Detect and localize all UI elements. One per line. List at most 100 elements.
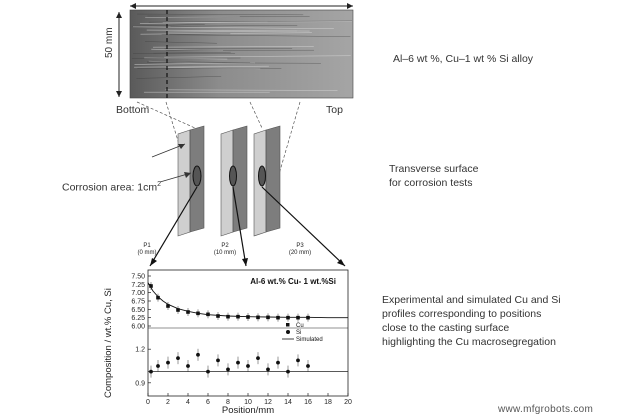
corrosion-area-text: Corrosion area: 1cm bbox=[62, 181, 158, 194]
x-tick-label: 12 bbox=[264, 399, 272, 406]
y-tick-label: 7.00 bbox=[131, 290, 145, 297]
si-point bbox=[186, 364, 190, 368]
x-tick-label: 14 bbox=[284, 399, 292, 406]
x-tick-label: 18 bbox=[324, 399, 332, 406]
grain-streak bbox=[153, 51, 231, 54]
x-tick-label: 16 bbox=[304, 399, 312, 406]
sample-pos-p1: (0 mm) bbox=[137, 250, 157, 256]
grain-streak bbox=[169, 33, 231, 35]
simulated-line bbox=[147, 282, 348, 319]
cu-point bbox=[216, 314, 220, 318]
sample-label-p1: P1 (0 mm) bbox=[132, 243, 162, 257]
grain-streak bbox=[161, 34, 351, 37]
si-point bbox=[236, 360, 240, 365]
grain-streak bbox=[144, 41, 217, 44]
si-point bbox=[256, 356, 260, 361]
si-point bbox=[206, 369, 210, 374]
si-point bbox=[306, 364, 310, 368]
transverse-caption: Transverse surface for corrosion tests bbox=[389, 162, 478, 190]
composition-chart: Al-6 wt.% Cu- 1 wt.%Si Composition / wt.… bbox=[103, 269, 352, 416]
chart-title: Al-6 wt.% Cu- 1 wt.%Si bbox=[250, 277, 336, 286]
legend-si-marker bbox=[286, 330, 290, 334]
si-point bbox=[226, 367, 230, 372]
grain-streak bbox=[162, 21, 353, 23]
profiles-line-3: close to the casting surface bbox=[382, 322, 510, 334]
x-tick-label: 20 bbox=[344, 399, 352, 406]
grain-streak bbox=[153, 46, 314, 48]
x-axis-label: Position/mm bbox=[222, 405, 274, 416]
chart-legend: Cu Si Simulated bbox=[282, 323, 323, 343]
legend-cu-label: Cu bbox=[296, 323, 304, 329]
si-point bbox=[166, 360, 170, 365]
grain-streak bbox=[132, 24, 205, 27]
cu-point bbox=[276, 315, 280, 320]
x-tick-label: 0 bbox=[146, 399, 150, 406]
grain-streak bbox=[166, 30, 297, 33]
legend-cu-marker bbox=[286, 323, 290, 327]
ingot-bottom-label: Bottom bbox=[116, 104, 150, 116]
grain-streak bbox=[170, 24, 298, 27]
y-tick-label: 7.25 bbox=[131, 282, 145, 289]
cu-point bbox=[256, 315, 260, 320]
corrosion-area-caption: Corrosion area: 1cm2 bbox=[62, 178, 161, 195]
alloy-caption: Al–6 wt %, Cu–1 wt % Si alloy bbox=[393, 53, 534, 65]
transverse-line-1: Transverse surface bbox=[389, 163, 479, 175]
sample-name-p2: P2 bbox=[221, 243, 229, 249]
y-tick-label: 1.2 bbox=[135, 347, 145, 354]
sample-name-p3: P3 bbox=[296, 243, 304, 249]
x-tick-label: 6 bbox=[206, 399, 210, 406]
grain-streak bbox=[134, 65, 269, 68]
si-point bbox=[196, 352, 200, 357]
si-point bbox=[176, 356, 180, 361]
x-tick-label: 8 bbox=[226, 399, 230, 406]
grain-streak bbox=[137, 13, 304, 16]
cu-point bbox=[226, 314, 230, 319]
si-point bbox=[216, 358, 220, 363]
corrosion-spot-p3 bbox=[258, 165, 266, 187]
sample-label-p2: P2 (10 mm) bbox=[210, 243, 240, 257]
sample-name-p1: P1 bbox=[143, 243, 151, 249]
si-point bbox=[156, 364, 160, 368]
ingot-width-label: 50 mm bbox=[104, 27, 115, 58]
y-tick-label: 7.50 bbox=[131, 274, 145, 281]
grain-streak bbox=[147, 61, 251, 63]
plot-frame bbox=[147, 269, 349, 397]
y-tick-label: 6.00 bbox=[131, 324, 145, 331]
ingot-figure bbox=[116, 3, 354, 99]
sample-pos-p2: (10 mm) bbox=[213, 250, 237, 256]
cu-point bbox=[176, 308, 180, 312]
y-tick-label: 0.9 bbox=[135, 380, 145, 387]
grain-streak bbox=[164, 55, 351, 58]
grain-streak bbox=[147, 15, 310, 17]
corrosion-area-sup: 2 bbox=[157, 181, 162, 188]
si-point bbox=[296, 358, 300, 363]
si-point bbox=[276, 360, 280, 365]
si-point bbox=[266, 367, 270, 372]
grain-streak bbox=[147, 62, 321, 64]
sample-pos-p3: (20 mm) bbox=[288, 250, 312, 256]
profiles-line-2: profiles corresponding to positions bbox=[382, 308, 542, 320]
cu-point bbox=[166, 304, 170, 308]
sample-plate-p3 bbox=[253, 125, 281, 237]
profiles-caption: Experimental and simulated Cu and Si pro… bbox=[382, 293, 561, 349]
x-tick-label: 10 bbox=[244, 399, 252, 406]
y-tick-label: 6.25 bbox=[131, 315, 145, 322]
legend-sim-label: Simulated bbox=[296, 337, 323, 343]
sample-label-p3: P3 (20 mm) bbox=[285, 243, 315, 257]
corrosion-spot-p1 bbox=[192, 165, 202, 187]
ingot-top-label: Top bbox=[326, 104, 343, 116]
corrosion-spot-p2 bbox=[229, 165, 237, 187]
sample-plate-p2 bbox=[220, 125, 248, 237]
transverse-line-2: for corrosion tests bbox=[389, 177, 473, 189]
grain-streak bbox=[131, 57, 241, 59]
watermark: www.mfgrobots.com bbox=[498, 404, 594, 415]
profiles-line-1: Experimental and simulated Cu and Si bbox=[382, 294, 561, 306]
grain-streak bbox=[145, 16, 240, 18]
grain-streak bbox=[148, 20, 353, 23]
si-point bbox=[149, 369, 153, 374]
cu-point bbox=[156, 295, 160, 300]
y-axis-label: Composition / wt.% Cu, Si bbox=[103, 288, 114, 398]
profiles-line-4: highlighting the Cu macrosegregation bbox=[382, 336, 556, 348]
legend-si-label: Si bbox=[296, 330, 301, 336]
sample-plate-p1 bbox=[177, 125, 205, 237]
